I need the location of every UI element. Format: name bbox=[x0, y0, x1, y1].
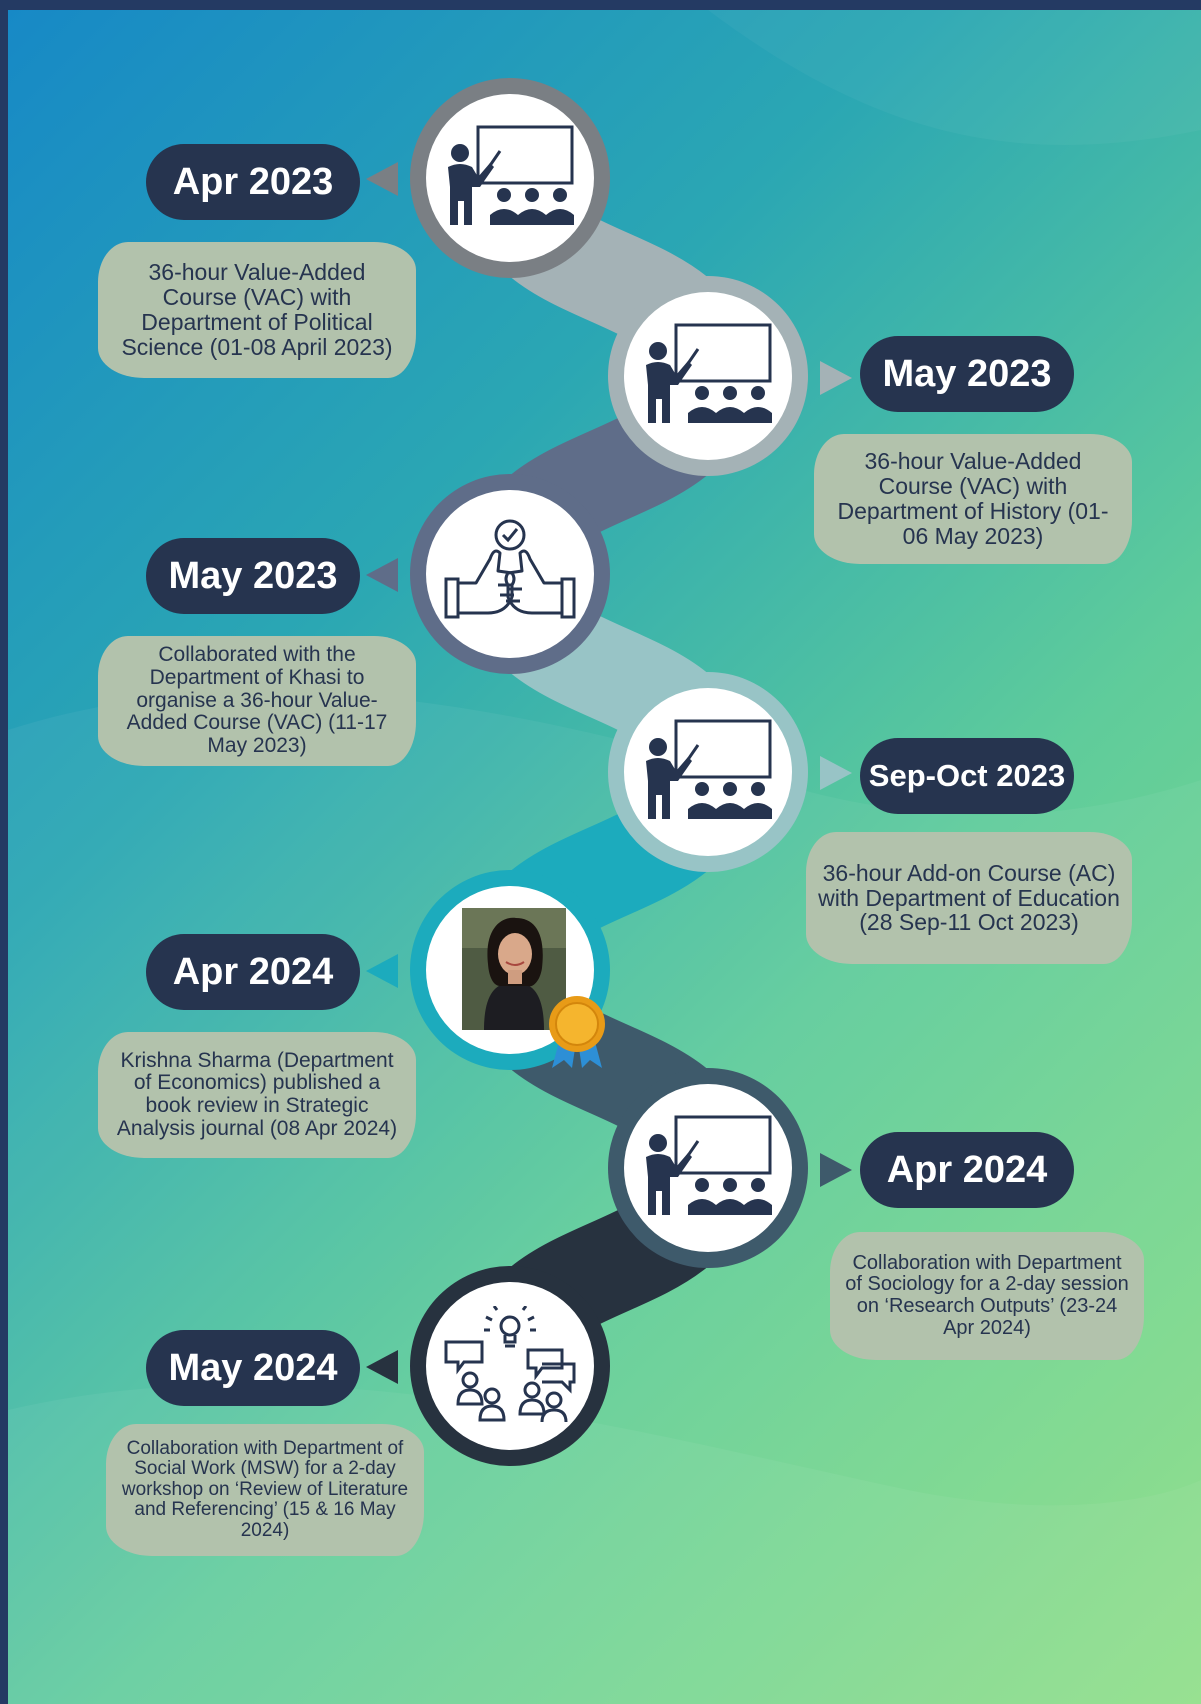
timeline-node-apr-2023 bbox=[410, 78, 610, 278]
discussion-group-lightbulb-icon bbox=[442, 1304, 578, 1427]
pointer-arrow bbox=[366, 954, 398, 988]
event-description: Collaboration with Department of Sociolo… bbox=[830, 1232, 1144, 1360]
teacher-presentation-icon bbox=[640, 715, 776, 830]
pointer-arrow bbox=[366, 162, 398, 196]
timeline-node-may-2024 bbox=[410, 1266, 610, 1466]
event-description: 36-hour Value-Added Course (VAC) with De… bbox=[814, 434, 1132, 564]
timeline-node-sep-oct-2023 bbox=[608, 672, 808, 872]
timeline-node-apr-2024-publication bbox=[410, 870, 610, 1070]
pointer-arrow bbox=[820, 361, 852, 395]
event-description: 36-hour Value-Added Course (VAC) with De… bbox=[98, 242, 416, 378]
pointer-arrow bbox=[820, 1153, 852, 1187]
krishna-sharma-photo bbox=[462, 908, 566, 1030]
timeline-node-may-2023-khasi bbox=[410, 474, 610, 674]
date-pill: Sep-Oct 2023 bbox=[860, 738, 1074, 814]
teacher-presentation-icon bbox=[640, 1111, 776, 1226]
date-pill: May 2024 bbox=[146, 1330, 360, 1406]
event-description: Collaborated with the Department of Khas… bbox=[98, 636, 416, 766]
event-description: Collaboration with Department of Social … bbox=[106, 1424, 424, 1556]
date-pill: May 2023 bbox=[146, 538, 360, 614]
timeline-node-may-2023 bbox=[608, 276, 808, 476]
timeline-canvas: Apr 2023 36-hour Value-Added Course (VAC… bbox=[8, 10, 1201, 1704]
date-pill: Apr 2024 bbox=[860, 1132, 1074, 1208]
event-description: 36-hour Add-on Course (AC) with Departme… bbox=[806, 832, 1132, 964]
timeline-node-apr-2024-sociology bbox=[608, 1068, 808, 1268]
thumbs-up-check-icon bbox=[442, 517, 578, 632]
teacher-presentation-icon bbox=[442, 121, 578, 236]
event-description: Krishna Sharma (Department of Economics)… bbox=[98, 1032, 416, 1158]
pointer-arrow bbox=[366, 558, 398, 592]
pointer-arrow bbox=[820, 756, 852, 790]
medal-icon bbox=[549, 996, 605, 1068]
date-pill: May 2023 bbox=[860, 336, 1074, 412]
date-pill: Apr 2023 bbox=[146, 144, 360, 220]
teacher-presentation-icon bbox=[640, 319, 776, 434]
date-pill: Apr 2024 bbox=[146, 934, 360, 1010]
pointer-arrow bbox=[366, 1350, 398, 1384]
